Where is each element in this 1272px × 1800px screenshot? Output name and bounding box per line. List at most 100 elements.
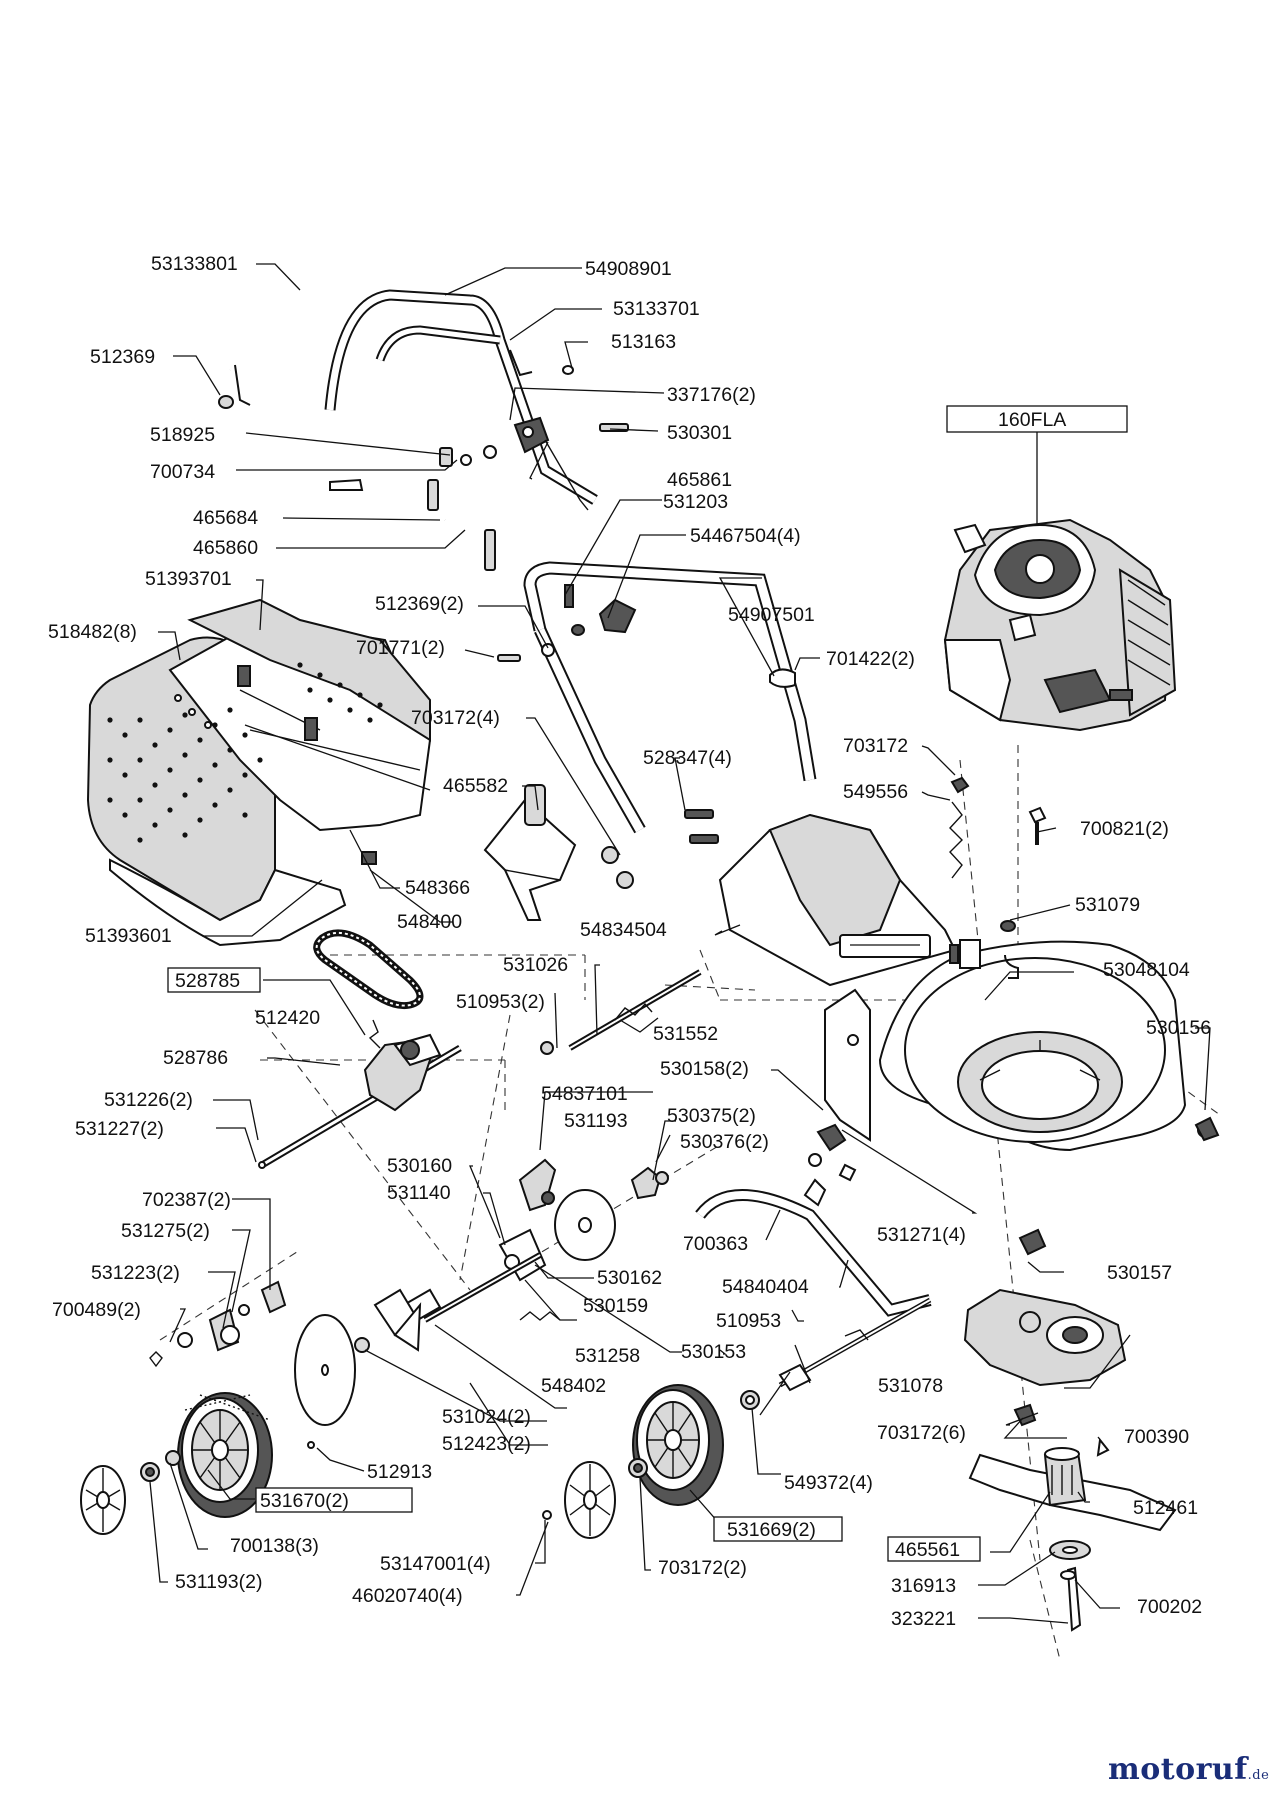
label-700734: 700734 bbox=[150, 461, 215, 483]
label-531271: 531271(4) bbox=[877, 1224, 966, 1246]
motoruf-logo: motoruf.de bbox=[1108, 1752, 1269, 1787]
label-703172a: 703172 bbox=[843, 735, 908, 757]
label-boxes bbox=[167, 967, 981, 1562]
catcher-vent-dots bbox=[107, 662, 383, 843]
label-531275: 531275(2) bbox=[121, 1220, 210, 1242]
label-316913: 316913 bbox=[891, 1575, 956, 1597]
label-531079: 531079 bbox=[1075, 894, 1140, 916]
label-337176: 337176(2) bbox=[667, 384, 756, 406]
label-54908901: 54908901 bbox=[585, 258, 672, 280]
label-530157: 530157 bbox=[1107, 1262, 1172, 1284]
label-54834504: 54834504 bbox=[580, 919, 667, 941]
discharge-cover bbox=[718, 813, 957, 987]
label-531226: 531226(2) bbox=[104, 1089, 193, 1111]
label-530153: 530153 bbox=[681, 1341, 746, 1363]
label-54837101: 54837101 bbox=[541, 1083, 628, 1105]
label-51393701: 51393701 bbox=[145, 568, 232, 590]
label-512369x2: 512369(2) bbox=[375, 593, 464, 615]
label-700138: 700138(3) bbox=[230, 1535, 319, 1557]
label-530162: 530162 bbox=[597, 1267, 662, 1289]
hubcap-right bbox=[542, 1458, 648, 1539]
rear-axle-shaft bbox=[540, 969, 702, 1055]
label-531026: 531026 bbox=[503, 954, 568, 976]
label-465861: 465861 bbox=[667, 469, 732, 491]
label-531078: 531078 bbox=[878, 1375, 943, 1397]
label-518482: 518482(8) bbox=[48, 621, 137, 643]
label-528347: 528347(4) bbox=[643, 747, 732, 769]
label-528786: 528786 bbox=[163, 1047, 228, 1069]
label-700489: 700489(2) bbox=[52, 1299, 141, 1321]
rear-wheel-left bbox=[177, 1392, 273, 1518]
mower-deck bbox=[824, 939, 1220, 1256]
logo-suffix: .de bbox=[1247, 1768, 1270, 1783]
label-51393601: 51393601 bbox=[85, 925, 172, 947]
rear-wheel-right bbox=[632, 1384, 760, 1506]
assembly-guide-lines bbox=[159, 745, 1221, 1661]
label-531140: 531140 bbox=[387, 1182, 451, 1204]
label-53133701: 53133701 bbox=[613, 298, 700, 320]
handle-small-parts bbox=[218, 365, 629, 571]
label-531203: 531203 bbox=[663, 491, 728, 513]
rear-wheel-bracket-parts bbox=[373, 1123, 932, 1392]
label-323221: 323221 bbox=[891, 1608, 956, 1630]
leader-lines bbox=[149, 263, 1211, 1624]
part-number-labels: 53133801 54908901 53133701 512369 513163… bbox=[48, 253, 1211, 1630]
label-465582: 465582 bbox=[443, 775, 508, 797]
label-465561: 465561 bbox=[895, 1539, 960, 1561]
label-531223: 531223(2) bbox=[91, 1262, 180, 1284]
label-549556: 549556 bbox=[843, 781, 908, 803]
label-512369: 512369 bbox=[90, 346, 155, 368]
label-513163: 513163 bbox=[611, 331, 676, 353]
label-465684: 465684 bbox=[193, 507, 258, 529]
label-46020740: 46020740(4) bbox=[352, 1585, 463, 1607]
label-54907501: 54907501 bbox=[728, 604, 815, 626]
cutting-blade bbox=[968, 1447, 1177, 1632]
label-54467504: 54467504(4) bbox=[690, 525, 801, 547]
lower-handle bbox=[497, 561, 817, 889]
label-510953x2: 510953(2) bbox=[456, 991, 545, 1013]
label-531258: 531258 bbox=[575, 1345, 640, 1367]
label-700202: 700202 bbox=[1137, 1596, 1202, 1618]
label-548400: 548400 bbox=[397, 911, 462, 933]
label-531227: 531227(2) bbox=[75, 1118, 164, 1140]
gearbox-and-axle bbox=[258, 1019, 462, 1169]
label-703172x4: 703172(4) bbox=[411, 707, 500, 729]
label-703172x6: 703172(6) bbox=[877, 1422, 966, 1444]
label-518925: 518925 bbox=[150, 424, 215, 446]
label-701771: 701771(2) bbox=[356, 637, 445, 659]
label-512423: 512423(2) bbox=[442, 1433, 531, 1455]
label-701422: 701422(2) bbox=[826, 648, 915, 670]
wheel-disc-center bbox=[294, 1314, 370, 1449]
label-530159: 530159 bbox=[583, 1295, 648, 1317]
label-510953: 510953 bbox=[716, 1310, 781, 1332]
label-53133801: 53133801 bbox=[151, 253, 238, 275]
label-531552: 531552 bbox=[653, 1023, 718, 1045]
label-700363: 700363 bbox=[683, 1233, 748, 1255]
label-530376: 530376(2) bbox=[680, 1131, 769, 1153]
label-531670: 531670(2) bbox=[260, 1490, 349, 1512]
label-548366: 548366 bbox=[405, 877, 470, 899]
label-530160: 530160 bbox=[387, 1155, 452, 1177]
grass-catcher bbox=[86, 598, 432, 947]
label-548402: 548402 bbox=[541, 1375, 606, 1397]
front-wheel-height-adjuster bbox=[963, 1288, 1127, 1457]
label-530375: 530375(2) bbox=[667, 1105, 756, 1127]
label-54840404: 54840404 bbox=[722, 1276, 809, 1298]
label-512461: 512461 bbox=[1133, 1497, 1198, 1519]
drive-belt bbox=[313, 929, 424, 1009]
label-549372: 549372(4) bbox=[784, 1472, 873, 1494]
label-528785: 528785 bbox=[175, 970, 240, 992]
label-702387: 702387(2) bbox=[142, 1189, 231, 1211]
upper-handle-bar bbox=[226, 289, 598, 522]
label-465860: 465860 bbox=[193, 537, 258, 559]
logo-text: motoruf bbox=[1108, 1752, 1248, 1787]
label-531024: 531024(2) bbox=[442, 1406, 531, 1428]
label-512420: 512420 bbox=[255, 1007, 320, 1029]
rear-flap bbox=[483, 784, 577, 921]
label-160FLA: 160FLA bbox=[998, 409, 1066, 431]
label-531193: 531193 bbox=[564, 1110, 628, 1132]
hubcap-left bbox=[80, 1450, 181, 1535]
label-512913: 512913 bbox=[367, 1461, 432, 1483]
label-531193x2: 531193(2) bbox=[175, 1571, 262, 1593]
